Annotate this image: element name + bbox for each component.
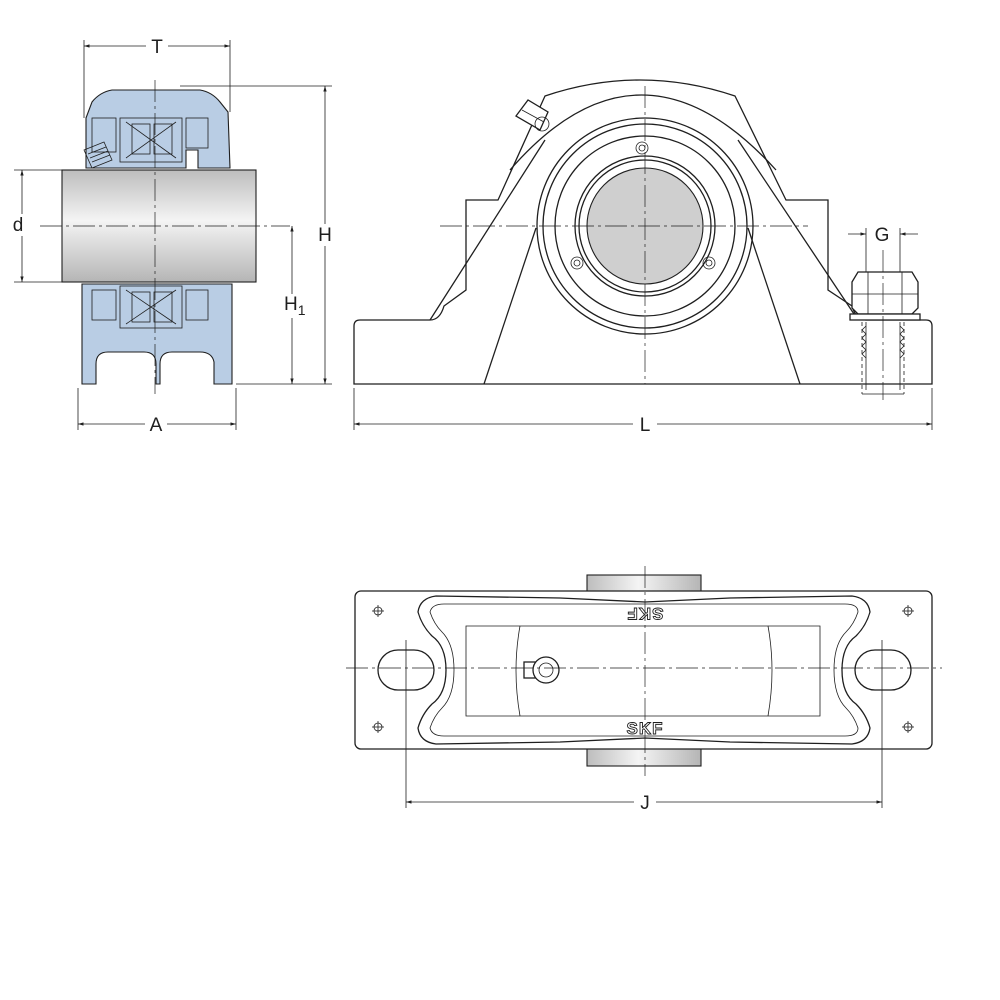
dim-label-H1: H1 bbox=[284, 294, 306, 318]
dim-label-L: L bbox=[640, 415, 651, 436]
dim-label-d: d bbox=[13, 215, 24, 236]
top-view: SKF SKF J bbox=[346, 566, 942, 814]
dim-label-H: H bbox=[318, 225, 332, 246]
front-view: G L bbox=[353, 79, 933, 436]
upper-bearing bbox=[83, 117, 209, 169]
dim-label-J: J bbox=[640, 793, 650, 814]
skf-logo-bottom: SKF bbox=[627, 719, 664, 738]
grease-nipple bbox=[515, 99, 550, 132]
housing-cap-top bbox=[417, 595, 871, 745]
side-section-view: T d H H1 A bbox=[10, 36, 338, 436]
dim-label-A: A bbox=[150, 415, 163, 436]
lower-bearing bbox=[91, 285, 209, 329]
foot-bolt bbox=[849, 271, 921, 395]
dowel-marks bbox=[372, 605, 914, 733]
grease-nipple-top bbox=[523, 656, 560, 684]
bolt-slot-right bbox=[854, 649, 912, 691]
dim-label-T: T bbox=[151, 37, 163, 58]
dim-label-G: G bbox=[875, 225, 890, 246]
lower-housing-section bbox=[81, 283, 233, 385]
upper-housing-section bbox=[85, 89, 231, 169]
